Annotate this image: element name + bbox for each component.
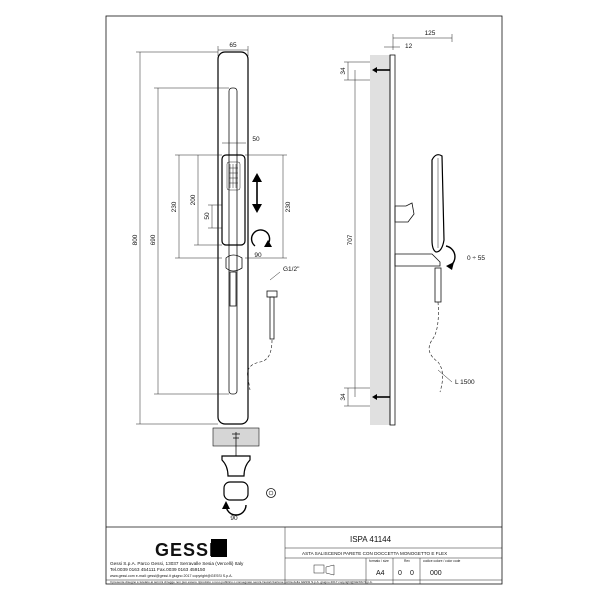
wall-hatch — [370, 55, 390, 425]
side-hand-shower — [431, 154, 445, 253]
dim-top-width: 65 — [229, 42, 237, 49]
dim-height-707: 707 — [347, 234, 354, 245]
dim-bottom-34: 34 — [340, 393, 347, 401]
dim-slide-travel-left: 230 — [171, 201, 178, 212]
side-view: 125 12 34 707 34 0 — [340, 30, 485, 426]
hand-shower — [221, 154, 246, 246]
detail-view: 90 — [212, 427, 276, 522]
projection-symbol-icon — [313, 564, 335, 576]
side-wall-plate — [389, 54, 396, 426]
color-code-label: codice colore / color code — [423, 559, 461, 563]
format-label: formato / size — [369, 559, 389, 563]
round-fitting-icon — [266, 488, 276, 498]
title-block: GESSI Gessi S.p.A. Parco Gessi, 13037 Se… — [106, 526, 502, 584]
company-address: Gessi S.p.A. Parco Gessi, 13037 Serraval… — [110, 561, 244, 566]
dim-top-34: 34 — [340, 67, 347, 75]
dim-rotation-detail: 90 — [230, 515, 238, 522]
company-phone: Tel.0039 0163 454111 Fax.0039 0163 45915… — [110, 567, 206, 572]
rev-value-2: 0 — [410, 570, 414, 577]
company-web: www.gessi.com e-mail: gessi@gessi.it giu… — [110, 574, 233, 578]
holder-detail — [221, 455, 251, 477]
hose-length: L 1500 — [455, 379, 475, 386]
product-code: ISPA 41144 — [350, 535, 392, 544]
color-code-value: 000 — [430, 570, 442, 577]
format-value: A4 — [376, 570, 385, 577]
side-hose-connector — [434, 267, 442, 303]
dim-slide-50: 50 — [204, 212, 211, 220]
legal-footer: Il presente disegno è tutelato ai termin… — [110, 580, 373, 584]
rev-value-1: 0 — [398, 570, 402, 577]
dim-offset: 12 — [405, 43, 413, 50]
dim-rotation-front: 90 — [254, 252, 262, 259]
wall-plate — [217, 51, 249, 425]
gessi-logo-block-icon — [211, 539, 227, 557]
side-flex-hose — [428, 301, 443, 393]
rotation-arrow-icon — [250, 229, 271, 247]
shower-nozzle-grid — [226, 161, 241, 191]
side-holder-arm — [394, 253, 441, 267]
gessi-logo-text: GESSI — [155, 540, 215, 560]
thread-label: G1/2" — [283, 266, 300, 273]
front-view: 65 800 690 50 230 200 50 — [132, 42, 300, 425]
dim-tilt: 0 ÷ 55 — [467, 255, 485, 262]
hose-connector — [229, 271, 237, 307]
dim-handshower-200: 200 — [190, 194, 197, 205]
drawing-frame — [105, 15, 503, 585]
dim-depth: 125 — [425, 30, 436, 37]
slide-bar — [228, 87, 238, 395]
slide-direction-arrows-icon — [252, 173, 262, 213]
side-slide-knob — [394, 202, 415, 223]
product-description: ASTA SALISCENDI PARETE CON DOCCETTA MONO… — [302, 551, 447, 556]
rotation-arrow-detail-icon — [225, 504, 247, 516]
flex-hose — [247, 339, 273, 391]
wall-connector-fitting — [266, 290, 278, 298]
dim-slide-width: 50 — [252, 136, 260, 143]
shower-holder — [225, 254, 243, 272]
holder-clamp — [223, 481, 249, 501]
dim-bar-height: 690 — [150, 234, 157, 245]
dim-overall-height: 800 — [132, 234, 139, 245]
rev-label: Rev — [404, 559, 410, 563]
dim-slide-travel-right: 230 — [285, 201, 292, 212]
